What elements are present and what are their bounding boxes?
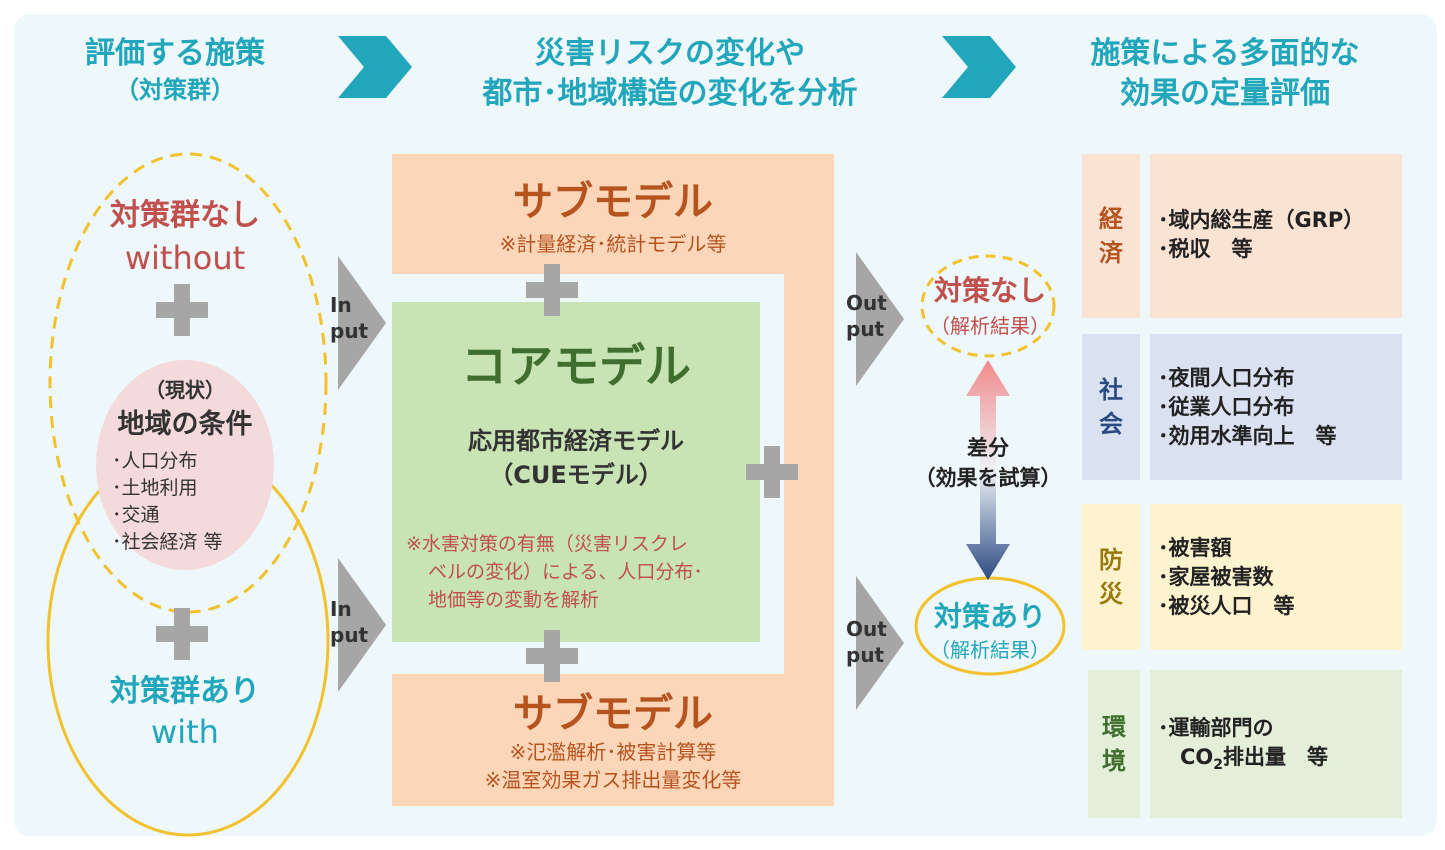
- core-model-name: 応用都市経済モデル: [468, 427, 684, 455]
- input-label-top-line2: put: [330, 319, 369, 343]
- category-disaster-label-box: 防 災: [1082, 504, 1140, 650]
- output-label-bottom-line1: Out: [846, 617, 887, 641]
- result-without-title: 対策なし: [933, 274, 1046, 307]
- submodel-bottom-note-1: ※氾濫解析･被害計算等: [509, 740, 717, 764]
- without-dashed-ellipse: [48, 152, 328, 614]
- co2-suffix: 排出量 等: [1223, 745, 1329, 769]
- core-model-box: [392, 302, 760, 642]
- core-model-title: コアモデル: [461, 339, 691, 393]
- category-economy-label-box: 経 済: [1082, 154, 1140, 318]
- result-with-title: 対策あり: [933, 600, 1046, 633]
- plus-icon-left-top: [156, 284, 208, 336]
- without-jp-label: 対策群なし: [110, 198, 260, 233]
- core-note-line: ※水害対策の有無（災害リスクレ: [406, 533, 688, 555]
- header-col2-line1: 災害リスクの変化や: [535, 36, 805, 71]
- category-society-char: 社: [1099, 376, 1123, 404]
- without-en-label: without: [124, 239, 246, 277]
- result-without-sub: （解析結果）: [930, 314, 1050, 338]
- input-label-top: In put: [330, 292, 390, 344]
- input-label-bottom-line1: In: [330, 597, 352, 621]
- header-col2-line2: 都市･地域構造の変化を分析: [482, 76, 858, 111]
- core-note-line: ベルの変化）による、人口分布･: [428, 561, 703, 583]
- category-environment-items-box: ･運輸部門の CO2排出量 等: [1150, 670, 1402, 818]
- chevron-arrow-icon-2: [942, 36, 1016, 98]
- result-without-ellipse: [920, 254, 1056, 358]
- category-environment-char: 環: [1102, 713, 1126, 741]
- conditions-item: ･社会経済 等: [112, 531, 223, 553]
- header-col1-sub: （対策群）: [115, 76, 235, 104]
- environment-item-co2: CO2排出量 等: [1158, 743, 1328, 780]
- output-label-top-line2: put: [846, 317, 885, 341]
- plus-icon-core-bottom: [526, 630, 578, 682]
- chevron-arrow-icon-1: [338, 36, 412, 98]
- difference-double-arrow-icon: [966, 360, 1010, 580]
- category-society-char: 会: [1099, 410, 1123, 438]
- with-jp-label: 対策群あり: [110, 674, 260, 709]
- difference-label: 差分: [967, 436, 1009, 460]
- output-label-top: Out put: [846, 290, 916, 342]
- output-label-bottom: Out put: [846, 616, 916, 668]
- header-col3-line2: 効果の定量評価: [1120, 76, 1330, 111]
- category-economy-char: 済: [1099, 239, 1123, 267]
- core-model-name-sub: （CUEモデル）: [489, 461, 663, 489]
- society-item: ･夜間人口分布: [1158, 366, 1295, 390]
- submodel-top-title: サブモデル: [513, 179, 713, 225]
- result-with-sub: （解析結果）: [930, 638, 1050, 662]
- disaster-item: ･家屋被害数: [1158, 565, 1274, 589]
- input-arrow-icon-bottom: [338, 558, 386, 692]
- society-item: ･従業人口分布: [1158, 395, 1295, 419]
- conditions-item: ･土地利用: [112, 477, 198, 499]
- co2-text: CO: [1180, 745, 1214, 769]
- category-society-items-box: ･夜間人口分布 ･従業人口分布 ･効用水準向上 等: [1150, 334, 1402, 480]
- difference-sub: （効果を試算）: [914, 466, 1062, 490]
- category-disaster-char: 防: [1099, 546, 1123, 574]
- result-with-ellipse: [914, 576, 1066, 676]
- category-environment-label-box: 環 境: [1088, 670, 1140, 818]
- category-disaster-items-box: ･被害額 ･家屋被害数 ･被災人口 等: [1150, 504, 1402, 650]
- submodel-bottom-title: サブモデル: [513, 691, 713, 737]
- disaster-item: ･被害額: [1158, 536, 1232, 560]
- with-en-label: with: [151, 713, 219, 751]
- output-arrow-icon-bottom: [856, 576, 904, 710]
- category-disaster-char: 災: [1099, 580, 1123, 608]
- region-conditions-circle: [96, 360, 274, 570]
- submodel-frame: [392, 154, 834, 806]
- submodel-bottom-note-2: ※温室効果ガス排出量変化等: [484, 768, 742, 792]
- input-label-bottom-line2: put: [330, 623, 369, 647]
- result-ellipses: [914, 254, 1066, 676]
- conditions-list: ･人口分布 ･土地利用 ･交通 ･社会経済 等: [112, 448, 282, 556]
- input-label-bottom: In put: [330, 596, 390, 648]
- output-label-top-line1: Out: [846, 291, 887, 315]
- core-model-note: ※水害対策の有無（災害リスクレ ベルの変化）による、人口分布･ 地価等の変動を解…: [406, 530, 758, 614]
- conditions-item: ･交通: [112, 504, 160, 526]
- submodel-top-note: ※計量経済･統計モデル等: [499, 232, 727, 256]
- output-arrow-icon-top: [856, 252, 904, 386]
- plus-icon-core-top: [526, 264, 578, 316]
- co2-subscript: 2: [1213, 757, 1224, 774]
- header-col3-line1: 施策による多面的な: [1090, 36, 1360, 71]
- environment-item: ･運輸部門の: [1158, 716, 1274, 740]
- disaster-item: ･被災人口 等: [1158, 594, 1295, 618]
- category-environment-char: 境: [1102, 747, 1126, 775]
- plus-icon-core-right: [746, 446, 798, 498]
- current-status-label: （現状）: [145, 378, 225, 402]
- society-item: ･効用水準向上 等: [1158, 424, 1337, 448]
- input-arrow-icon-top: [338, 256, 386, 390]
- plus-icon-left-bottom: [156, 608, 208, 660]
- economy-item: ･域内総生産（GRP）: [1158, 208, 1365, 232]
- conditions-item: ･人口分布: [112, 450, 198, 472]
- output-label-bottom-line2: put: [846, 643, 885, 667]
- category-economy-char: 経: [1099, 205, 1123, 233]
- core-note-line: 地価等の変動を解析: [428, 589, 600, 611]
- economy-item: ･税収 等: [1158, 237, 1253, 261]
- header-col1-title: 評価する施策: [85, 36, 265, 71]
- category-economy-items-box: ･域内総生産（GRP） ･税収 等: [1150, 154, 1402, 318]
- conditions-title: 地域の条件: [117, 409, 253, 440]
- input-label-top-line1: In: [330, 293, 352, 317]
- category-society-label-box: 社 会: [1082, 334, 1140, 480]
